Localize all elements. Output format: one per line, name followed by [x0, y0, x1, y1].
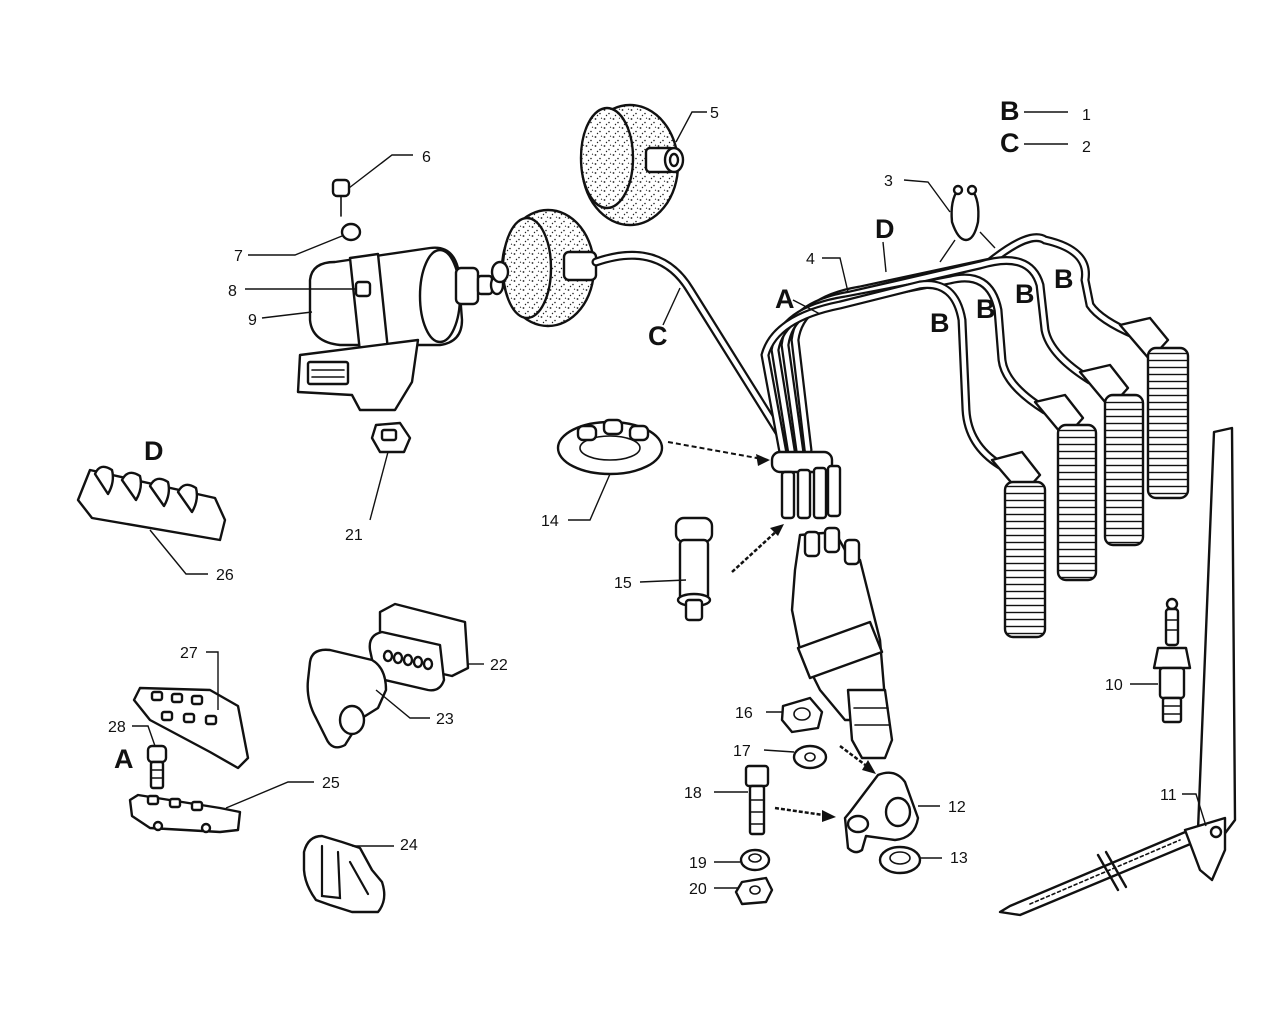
callout-22: 22	[490, 657, 508, 674]
callout-12: 12	[948, 799, 966, 816]
wire-holder-part-26: D 26	[76, 436, 234, 584]
callout-20: 20	[689, 881, 707, 898]
cable-grommet-part-14: 14	[541, 418, 770, 530]
hardware-parts-16-20: 16 17 18 19 20	[684, 696, 876, 906]
screw-letter-a: A	[114, 744, 134, 774]
screw-part-28: A 28	[108, 719, 168, 790]
callout-16: 16	[735, 705, 753, 722]
callout-18: 18	[684, 785, 702, 802]
callout-11: 11	[1160, 787, 1177, 804]
wire-label-c: C	[648, 321, 668, 351]
callout-8: 8	[228, 283, 237, 300]
callout-17: 17	[733, 743, 751, 760]
spark-plug-wire-set: A D B B B B 4 3	[760, 173, 1190, 639]
legend: B 1 C 2	[1000, 96, 1091, 158]
spark-plug-part-10: 10	[1105, 597, 1192, 724]
clip-bottom-part-25: 25	[128, 775, 340, 834]
wire-label-d: D	[875, 214, 895, 244]
wire-label-b-2: B	[976, 294, 996, 324]
callout-10: 10	[1105, 677, 1123, 694]
legend-letter-c: C	[1000, 128, 1020, 158]
rubber-boot-part-23: 23	[306, 648, 454, 749]
callout-14: 14	[541, 513, 559, 530]
callout-6: 6	[422, 149, 431, 166]
callout-13: 13	[950, 850, 968, 867]
callout-9: 9	[248, 312, 257, 329]
feeler-gauge-part-11: 11	[998, 426, 1237, 917]
callout-4: 4	[806, 251, 815, 268]
clip-letter-d: D	[144, 436, 164, 466]
legend-number-2: 2	[1082, 139, 1091, 156]
callout-7: 7	[234, 248, 243, 265]
callout-28: 28	[108, 719, 126, 736]
suppressor-cap-part-5: 5	[579, 103, 719, 227]
callout-3: 3	[884, 173, 893, 190]
callout-25: 25	[322, 775, 340, 792]
callout-26: 26	[216, 567, 234, 584]
callout-27: 27	[180, 645, 198, 662]
legend-number-1: 1	[1082, 107, 1091, 124]
callout-19: 19	[689, 855, 707, 872]
legend-letter-b: B	[1000, 96, 1020, 126]
connector-part-22: 22	[368, 602, 508, 692]
clip-top-part-27: 27	[132, 645, 250, 770]
callout-23: 23	[436, 711, 454, 728]
plug-connector-part-15: 15	[614, 516, 784, 622]
wire-label-b-4: B	[1054, 264, 1074, 294]
wire-label-b-3: B	[1015, 279, 1035, 309]
callout-5: 5	[710, 105, 719, 122]
ignition-coil-part-9: 6 7 8 9 21	[228, 149, 505, 544]
connector-pins	[382, 649, 434, 671]
callout-15: 15	[614, 575, 632, 592]
coil-lead-c: C	[490, 208, 795, 455]
callout-21: 21	[345, 527, 363, 544]
bracket-part-24: 24	[302, 834, 418, 914]
distributor	[790, 526, 894, 760]
wire-label-a: A	[775, 284, 795, 314]
wire-label-b-1: B	[930, 308, 950, 338]
callout-24: 24	[400, 837, 418, 854]
clamp-and-seal-parts-12-13: 12 13	[843, 771, 968, 875]
